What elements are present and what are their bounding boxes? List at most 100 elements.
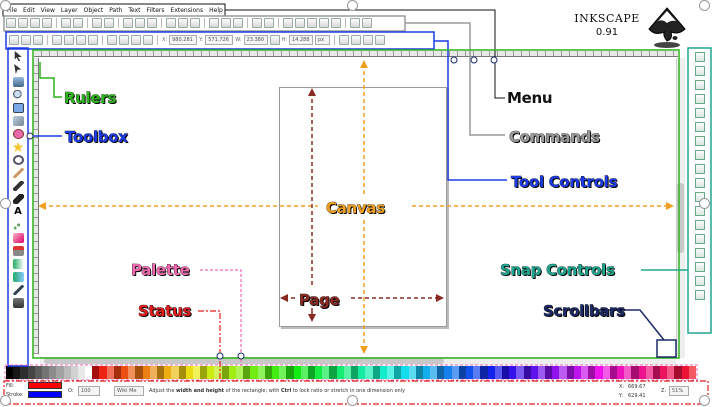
palette-swatch[interactable]: [307, 366, 316, 379]
palette-swatch[interactable]: [236, 366, 244, 379]
palette-swatch[interactable]: [336, 366, 344, 379]
export-icon[interactable]: [73, 18, 83, 28]
palette-swatch[interactable]: [372, 366, 380, 379]
resize-handle-bottom-left[interactable]: [0, 395, 11, 406]
zoom-field[interactable]: 51%: [669, 386, 689, 396]
text-font-icon[interactable]: [295, 18, 305, 28]
palette-swatch[interactable]: [49, 366, 57, 379]
resize-handle-top-right[interactable]: [699, 0, 710, 11]
import-icon[interactable]: [61, 18, 71, 28]
palette-swatch[interactable]: [293, 366, 301, 379]
left-ruler[interactable]: [33, 58, 39, 354]
deselect-icon[interactable]: [33, 35, 43, 45]
snap-path-icon[interactable]: [694, 150, 705, 160]
palette-swatch[interactable]: [552, 366, 560, 379]
palette-swatch[interactable]: [516, 366, 524, 379]
unlink-clone-icon[interactable]: [233, 18, 243, 28]
palette-swatch[interactable]: [142, 366, 150, 379]
dropper-icon[interactable]: [12, 285, 24, 295]
menu-view[interactable]: View: [40, 7, 55, 14]
resize-handle-bottom-right[interactable]: [699, 395, 710, 406]
palette-swatch[interactable]: [523, 366, 531, 379]
resize-handle-top[interactable]: [347, 0, 358, 11]
menu-text[interactable]: Text: [128, 7, 141, 14]
palette-swatch[interactable]: [178, 366, 186, 379]
palette-swatch[interactable]: [688, 366, 696, 379]
palette-swatch[interactable]: [56, 366, 64, 379]
palette-swatch[interactable]: [645, 366, 653, 379]
horizontal-scrollbar-thumb[interactable]: [44, 358, 444, 364]
preferences-icon[interactable]: [331, 18, 341, 28]
palette-swatch[interactable]: [530, 366, 538, 379]
menu-filters[interactable]: Filters: [146, 7, 165, 14]
align-distribute-icon[interactable]: [319, 18, 329, 28]
zoom-page-icon[interactable]: [190, 18, 200, 28]
palette-swatch[interactable]: [631, 366, 639, 379]
palette-swatch[interactable]: [121, 366, 129, 379]
palette-swatch[interactable]: [279, 366, 287, 379]
transform-pattern-icon[interactable]: [375, 35, 385, 45]
pencil-icon[interactable]: [12, 168, 24, 178]
palette-swatch[interactable]: [221, 366, 229, 379]
rectangle-icon[interactable]: [12, 103, 24, 113]
palette-swatch[interactable]: [329, 366, 337, 379]
document-metadata-icon[interactable]: [362, 18, 372, 28]
palette-swatch[interactable]: [667, 366, 675, 379]
palette-swatch[interactable]: [99, 366, 107, 379]
palette-swatch[interactable]: [77, 366, 86, 379]
snap-rotation-icon[interactable]: [694, 234, 705, 244]
zoom-icon[interactable]: [12, 90, 24, 100]
menu-path[interactable]: Path: [109, 7, 123, 14]
palette-swatch[interactable]: [545, 366, 553, 379]
stroke-swatch[interactable]: [28, 391, 62, 398]
snap-text-baseline-icon[interactable]: [694, 248, 705, 258]
palette-swatch[interactable]: [106, 366, 114, 379]
palette-swatch[interactable]: [451, 366, 459, 379]
unit-select[interactable]: px: [315, 35, 330, 45]
text-icon[interactable]: A: [14, 206, 22, 217]
palette-swatch[interactable]: [487, 366, 495, 379]
palette-swatch[interactable]: [300, 366, 308, 379]
palette-swatch[interactable]: [135, 366, 143, 379]
snap-bbox-corner-icon[interactable]: [694, 94, 705, 104]
palette-swatch[interactable]: [401, 366, 409, 379]
palette-swatch[interactable]: [379, 366, 387, 379]
lower-icon[interactable]: [131, 35, 141, 45]
group-icon[interactable]: [252, 18, 262, 28]
palette-swatch[interactable]: [264, 366, 272, 379]
undo-icon[interactable]: [92, 18, 102, 28]
palette-swatch[interactable]: [494, 366, 502, 379]
palette-swatch[interactable]: [34, 366, 42, 379]
palette-swatch[interactable]: [365, 366, 373, 379]
palette-swatch[interactable]: [164, 366, 172, 379]
resize-handle-top-left[interactable]: [0, 0, 11, 11]
palette-swatch[interactable]: [156, 366, 165, 379]
palette-swatch[interactable]: [588, 366, 596, 379]
redo-icon[interactable]: [104, 18, 114, 28]
lower-bottom-icon[interactable]: [143, 35, 153, 45]
palette-swatch[interactable]: [257, 366, 265, 379]
connector-icon[interactable]: [12, 298, 24, 308]
palette-swatch[interactable]: [128, 366, 136, 379]
calligraphy-icon[interactable]: [12, 194, 24, 204]
palette-swatch[interactable]: [638, 366, 646, 379]
palette-swatch[interactable]: [315, 366, 323, 379]
pen-icon[interactable]: [12, 181, 24, 191]
palette-swatch[interactable]: [408, 366, 416, 379]
snap-intersection-icon[interactable]: [694, 164, 705, 174]
scale-corners-icon[interactable]: [351, 35, 361, 45]
node-icon[interactable]: [14, 64, 22, 74]
gradient-icon[interactable]: [12, 259, 24, 269]
snap-bbox-midpoint-icon[interactable]: [694, 108, 705, 118]
palette-swatch[interactable]: [13, 366, 21, 379]
fill-stroke-icon[interactable]: [283, 18, 293, 28]
rotate-cw-icon[interactable]: [64, 35, 74, 45]
snap-page-border-icon[interactable]: [694, 262, 705, 272]
menu-object[interactable]: Object: [83, 7, 104, 14]
palette-swatch[interactable]: [63, 366, 71, 379]
palette-swatch[interactable]: [581, 366, 589, 379]
palette-swatch[interactable]: [41, 366, 50, 379]
selector-icon[interactable]: [14, 51, 22, 61]
palette-swatch[interactable]: [624, 366, 632, 379]
flip-horizontal-icon[interactable]: [76, 35, 86, 45]
